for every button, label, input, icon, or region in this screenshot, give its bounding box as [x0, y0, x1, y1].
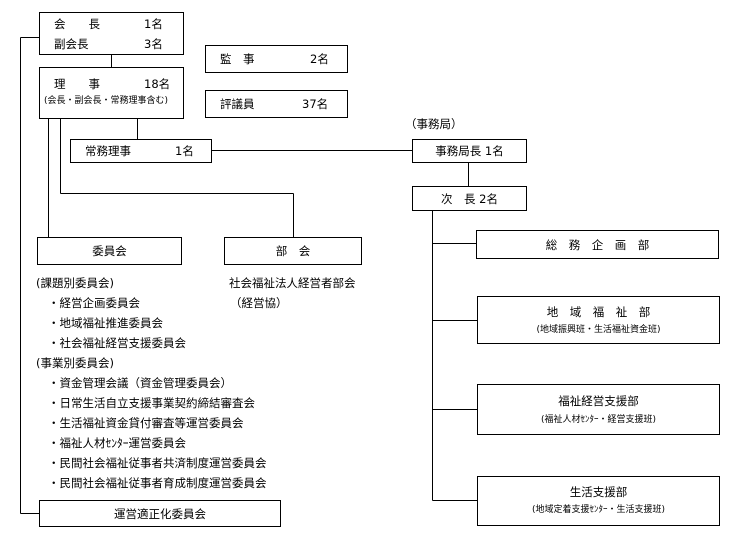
secretariat-director-label: 事務局長 1名: [435, 144, 504, 158]
oversight-committee-label: 運営適正化委員会: [114, 507, 206, 521]
department-sub: (地域振興班・生活福祉資金班): [536, 325, 661, 335]
thematic-committees-heading: (課題別委員会): [36, 276, 114, 290]
division-abbr: （経営協）: [230, 296, 288, 310]
councilor-label: 評議員: [220, 97, 255, 111]
auditor-count: 2名: [310, 52, 329, 66]
secretariat-director-box: 事務局長 1名: [412, 139, 527, 163]
department-name: 地 域 福 祉 部: [546, 305, 651, 319]
department-box: 生活支援部 (地域定着支援ｾﾝﾀｰ・生活支援班): [477, 476, 720, 526]
department-name: 福祉経営支援部: [558, 394, 639, 408]
councilor-box: 評議員 37名: [205, 90, 348, 118]
thematic-committee-item: ・経営企画委員会: [48, 296, 140, 310]
chair-label: 会 長: [54, 17, 100, 31]
business-committee-item: ・民間社会福祉従事者共済制度運営委員会: [48, 456, 267, 470]
division-body: 社会福祉法人経営者部会: [229, 276, 356, 290]
councilor-count: 37名: [302, 97, 329, 111]
department-name: 生活支援部: [569, 485, 628, 499]
department-box: 総 務 企 画 部: [476, 230, 719, 259]
division-label: 部 会: [275, 244, 311, 258]
directors-label: 理 事: [54, 77, 100, 91]
department-sub: (地域定着支援ｾﾝﾀｰ・生活支援班): [531, 505, 666, 515]
department-box: 福祉経営支援部 (福祉人材ｾﾝﾀｰ・経営支援班): [477, 384, 720, 435]
oversight-committee-box: 運営適正化委員会: [39, 500, 281, 527]
vice-chair-count: 3名: [144, 37, 163, 51]
directors-count: 18名: [144, 77, 171, 91]
deputy-director-label: 次 長 2名: [441, 192, 498, 206]
managing-director-box: 常務理事 1名: [70, 139, 212, 163]
business-committee-item: ・日常生活自立支援事業契約締結審査会: [48, 396, 255, 410]
department-name: 総 務 企 画 部: [545, 238, 650, 252]
committee-box: 委員会: [37, 237, 182, 265]
secretariat-heading: （事務局）: [405, 117, 463, 131]
division-box: 部 会: [224, 237, 362, 265]
business-committees-heading: (事業別委員会): [36, 356, 114, 370]
directors-box: 理 事 18名 (会長・副会長・常務理事含む): [39, 67, 184, 119]
chair-count: 1名: [144, 17, 163, 31]
auditor-label: 監 事: [220, 52, 255, 66]
business-committee-item: ・資金管理会議（資金管理委員会）: [48, 376, 232, 390]
managing-director-label: 常務理事: [85, 144, 131, 158]
thematic-committee-item: ・社会福祉経営支援委員会: [48, 336, 186, 350]
department-sub: (福祉人材ｾﾝﾀｰ・経営支援班): [540, 415, 657, 425]
business-committee-item: ・福祉人材ｾﾝﾀｰ運営委員会: [48, 436, 186, 450]
committee-label: 委員会: [92, 244, 127, 258]
auditor-box: 監 事 2名: [205, 45, 348, 73]
chair-box: 会 長 1名 副会長 3名: [39, 12, 184, 55]
vice-chair-label: 副会長: [54, 37, 89, 51]
deputy-director-box: 次 長 2名: [412, 186, 527, 211]
business-committee-item: ・民間社会福祉従事者育成制度運営委員会: [48, 476, 267, 490]
managing-director-count: 1名: [175, 144, 194, 158]
directors-note: (会長・副会長・常務理事含む): [44, 96, 169, 106]
business-committee-item: ・生活福祉資金貸付審査等運営委員会: [48, 416, 244, 430]
thematic-committee-item: ・地域福祉推進委員会: [48, 316, 163, 330]
department-box: 地 域 福 祉 部 (地域振興班・生活福祉資金班): [477, 296, 720, 344]
